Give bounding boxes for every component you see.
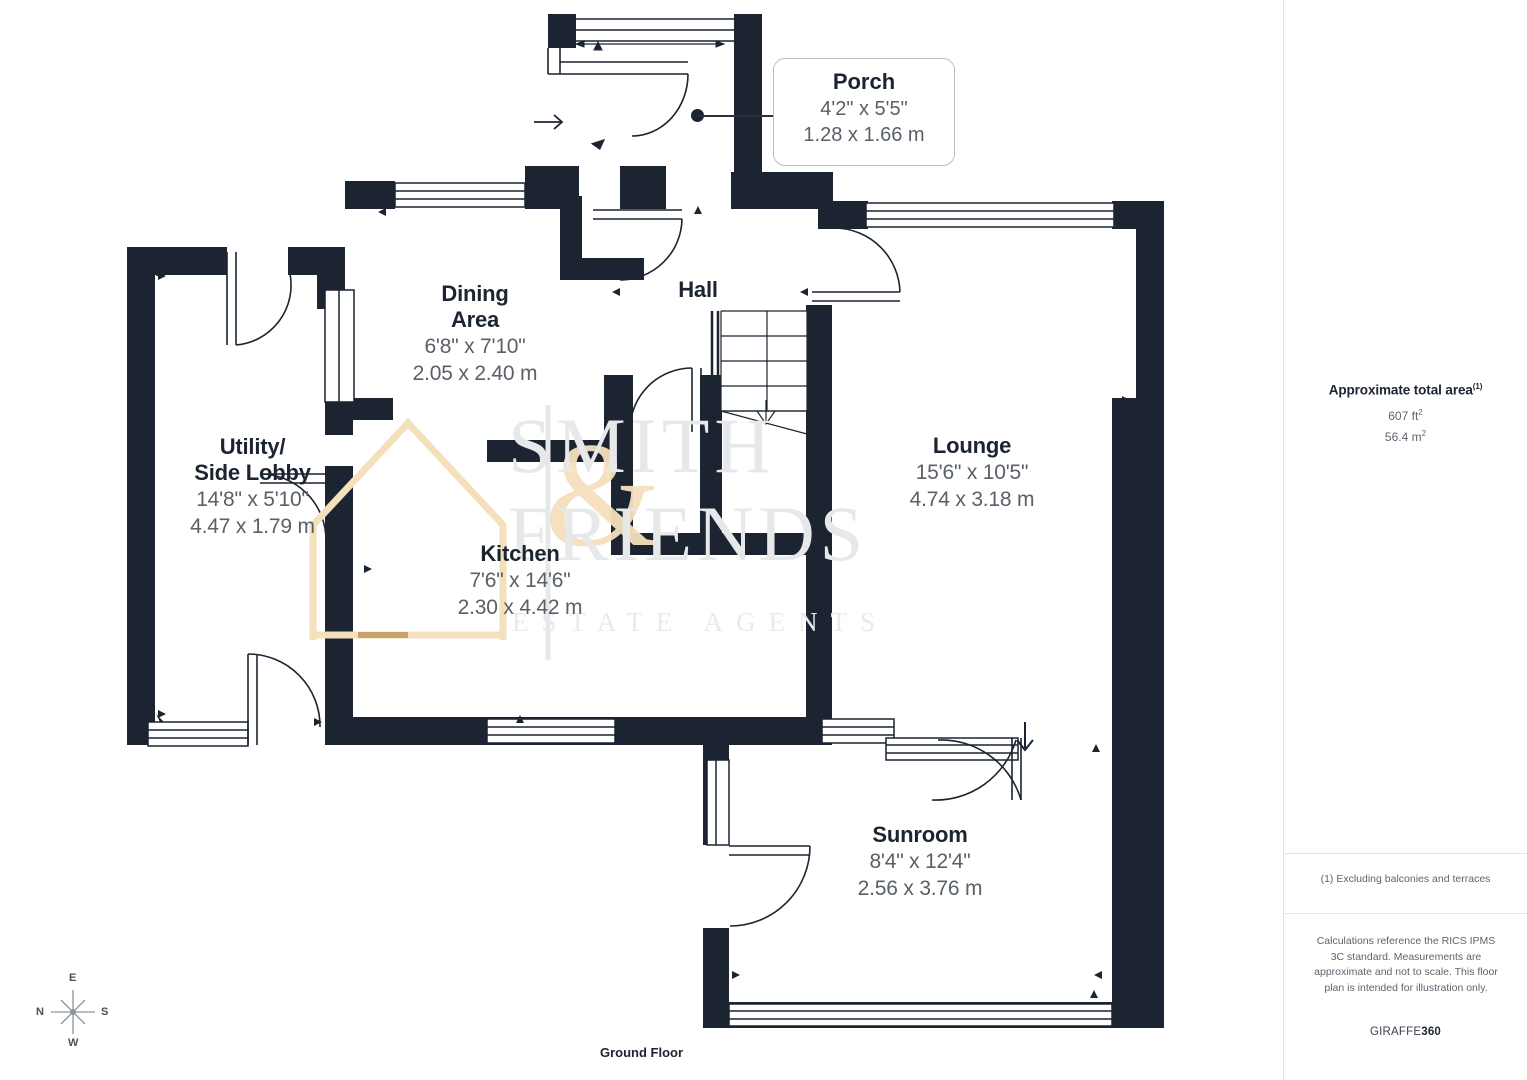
compass-label-left: N xyxy=(36,1006,44,1018)
window-kitchen-bottom xyxy=(486,718,616,744)
wall-kitchen-left xyxy=(325,466,353,745)
wall-inner-stair-bottom xyxy=(611,533,811,555)
compass-rose: E N S W xyxy=(28,972,118,1052)
porch-name: Porch xyxy=(832,69,896,94)
door-swing-front xyxy=(631,73,689,137)
staircase xyxy=(710,310,808,435)
wall-kitchen-left-upper xyxy=(325,420,353,435)
window-lounge-top xyxy=(865,202,1115,228)
compass-label-right: S xyxy=(101,1006,109,1018)
wall-porch-top-left xyxy=(548,14,576,48)
window-dining-top xyxy=(394,182,526,208)
window-sunroom-bottom xyxy=(728,1003,1113,1027)
wall-utility-left xyxy=(127,247,155,745)
wall-top-right-stub xyxy=(731,172,833,209)
panel-divider-2 xyxy=(1284,913,1527,914)
window-sunroom-left xyxy=(706,759,730,846)
window-lounge-bottom xyxy=(821,718,895,744)
door-swing-utility-top xyxy=(235,273,292,346)
windows-group xyxy=(147,182,1115,1027)
wall-inner-stair-right xyxy=(700,375,722,555)
wall-hall-kitchen-divider xyxy=(806,305,832,745)
porch-dim-imperial: 4'2" x 5'5" xyxy=(820,98,908,120)
door-swing-sunroom-top xyxy=(931,739,1017,801)
compass-icon xyxy=(51,990,95,1034)
wall-top-dining-left xyxy=(345,181,395,209)
sqft-exponent: 2 xyxy=(1418,407,1423,417)
wall-wc-left xyxy=(560,196,582,276)
wall-utility-top xyxy=(127,247,227,275)
window-utility-bottom xyxy=(147,721,249,747)
total-area-title: Approximate total area(1) xyxy=(1284,382,1527,398)
door-swing-utility-bottom xyxy=(247,653,321,728)
porch-leader-line xyxy=(697,115,775,117)
compass-label-bottom: W xyxy=(68,1037,79,1049)
panel-divider-1 xyxy=(1284,853,1527,854)
walls-group-2 xyxy=(127,166,1164,1028)
wall-cupboard-left xyxy=(487,440,611,462)
door-arrow-front xyxy=(590,138,606,150)
total-area-sqm-value: 56.4 m xyxy=(1384,429,1422,444)
entry-direction-arrow xyxy=(534,114,564,130)
wall-porch-top-right xyxy=(734,14,762,48)
disclaimer-text: Calculations reference the RICS IPMS 3C … xyxy=(1314,935,1498,994)
total-area-sqft: 607 ft2 xyxy=(1284,408,1527,423)
room-label-porch: Porch 4'2" x 5'5" 1.28 x 1.66 m xyxy=(773,58,955,166)
wall-lounge-top-corner xyxy=(818,201,868,229)
brand-prefix: GIRAFFE xyxy=(1369,1026,1422,1038)
door-swing-kitchen-left xyxy=(259,473,327,541)
door-swing-sunroom xyxy=(937,739,1022,801)
brand-suffix: 360 xyxy=(1421,1026,1442,1038)
wall-sunroom-right xyxy=(1112,736,1164,1028)
doors-group xyxy=(226,209,1022,927)
window-sunroom-top xyxy=(885,737,1019,761)
door-swing-cupboard xyxy=(629,367,693,431)
floor-caption: Ground Floor xyxy=(599,1045,684,1060)
wall-hall-top xyxy=(620,166,666,209)
wall-lounge-right-upper xyxy=(1136,201,1164,401)
dimension-ticks xyxy=(156,206,1130,998)
door-swing-wc xyxy=(619,218,683,281)
wall-inner-stair-left xyxy=(611,375,633,555)
total-area-block: Approximate total area(1) 607 ft2 56.4 m… xyxy=(1284,382,1527,444)
total-area-sqft-value: 607 ft xyxy=(1388,408,1419,423)
compass-label-top: E xyxy=(69,972,77,984)
door-direction-arrow-sunroom xyxy=(1016,722,1034,752)
info-panel: Approximate total area(1) 607 ft2 56.4 m… xyxy=(1283,0,1527,1080)
wall-wc-bottom xyxy=(560,258,644,280)
floor-plan-drawing xyxy=(127,14,1164,1028)
total-area-title-text: Approximate total area xyxy=(1328,382,1473,398)
walls-group xyxy=(548,14,762,175)
porch-dim-arrow xyxy=(574,40,726,51)
provider-brand: GIRAFFE360 xyxy=(1284,1026,1527,1038)
sqm-exponent: 2 xyxy=(1421,428,1427,438)
total-area-sqm: 56.4 m2 xyxy=(1284,429,1527,444)
porch-window-lines xyxy=(547,18,751,168)
total-area-title-footnote-marker: (1) xyxy=(1472,382,1483,391)
door-swing-sunroom-left xyxy=(729,845,811,927)
footnote-text: (1) Excluding balconies and terraces xyxy=(1320,873,1491,885)
porch-dim-metric: 1.28 x 1.66 m xyxy=(803,124,925,146)
door-swing-lounge xyxy=(835,227,901,293)
wall-lounge-right-lower xyxy=(1112,398,1164,736)
wall-kitchen-bottom-right xyxy=(680,717,816,745)
plan-svg xyxy=(127,14,1164,1028)
